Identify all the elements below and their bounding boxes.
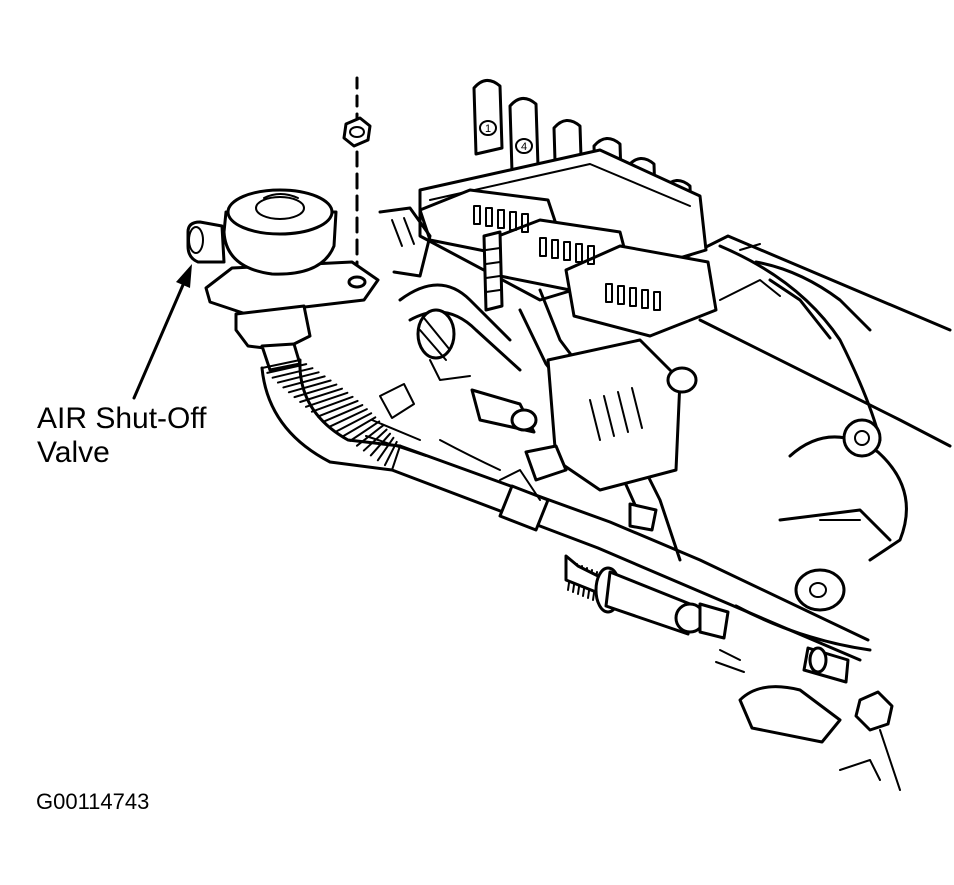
- coil-number: 1: [485, 123, 491, 135]
- harness-bracket: [365, 206, 781, 562]
- callout-label: AIR Shut-Off Valve: [37, 402, 207, 470]
- air-pipe: [390, 444, 870, 684]
- hose-rib: [316, 399, 359, 418]
- module-slot: [563, 241, 571, 261]
- hose-rib: [376, 436, 395, 462]
- spark-plug-boot: 4: [508, 97, 540, 174]
- hose-rib: [349, 420, 381, 442]
- hose-rib: [310, 395, 354, 413]
- hose-rib: [329, 408, 368, 428]
- hose-rib: [335, 412, 373, 433]
- module-slot: [521, 213, 529, 233]
- plug-modules: [418, 188, 718, 338]
- module-slot: [617, 285, 625, 305]
- module-slot: [641, 289, 649, 309]
- module-slot: [497, 209, 505, 229]
- hose-rib: [287, 379, 332, 394]
- hose-rib: [355, 424, 384, 447]
- hose-rib: [391, 445, 401, 471]
- module-slot: [575, 243, 583, 263]
- hose-rib: [276, 371, 320, 384]
- module-slot: [539, 237, 547, 257]
- module-slot: [629, 287, 637, 307]
- hose-rib: [282, 375, 326, 389]
- spark-plug-boot: 1: [472, 79, 504, 156]
- mounting-nut: [342, 76, 372, 287]
- callout-arrow: [132, 264, 192, 400]
- hose-rib: [261, 359, 301, 369]
- module-slot: [605, 283, 613, 303]
- module-slot: [653, 291, 661, 311]
- hose-rib: [369, 432, 392, 457]
- figure-id: G00114743: [36, 789, 150, 814]
- callout-line-2: Valve: [37, 436, 110, 469]
- module-slot: [509, 211, 517, 231]
- hose-rib: [299, 387, 343, 403]
- hose-rib: [342, 416, 377, 437]
- air-shutoff-valve: [186, 188, 380, 372]
- hose-rib: [304, 391, 349, 408]
- module-slot: [473, 205, 481, 225]
- hose-rib: [323, 404, 364, 423]
- hose-rib: [271, 367, 314, 379]
- module-slot: [485, 207, 493, 227]
- module-slot: [587, 245, 595, 265]
- hose-rib: [293, 383, 338, 399]
- coil-number: 4: [521, 141, 527, 153]
- hose-rib: [266, 363, 308, 374]
- callout-line-1: AIR Shut-Off: [37, 402, 207, 435]
- module-slot: [551, 239, 559, 259]
